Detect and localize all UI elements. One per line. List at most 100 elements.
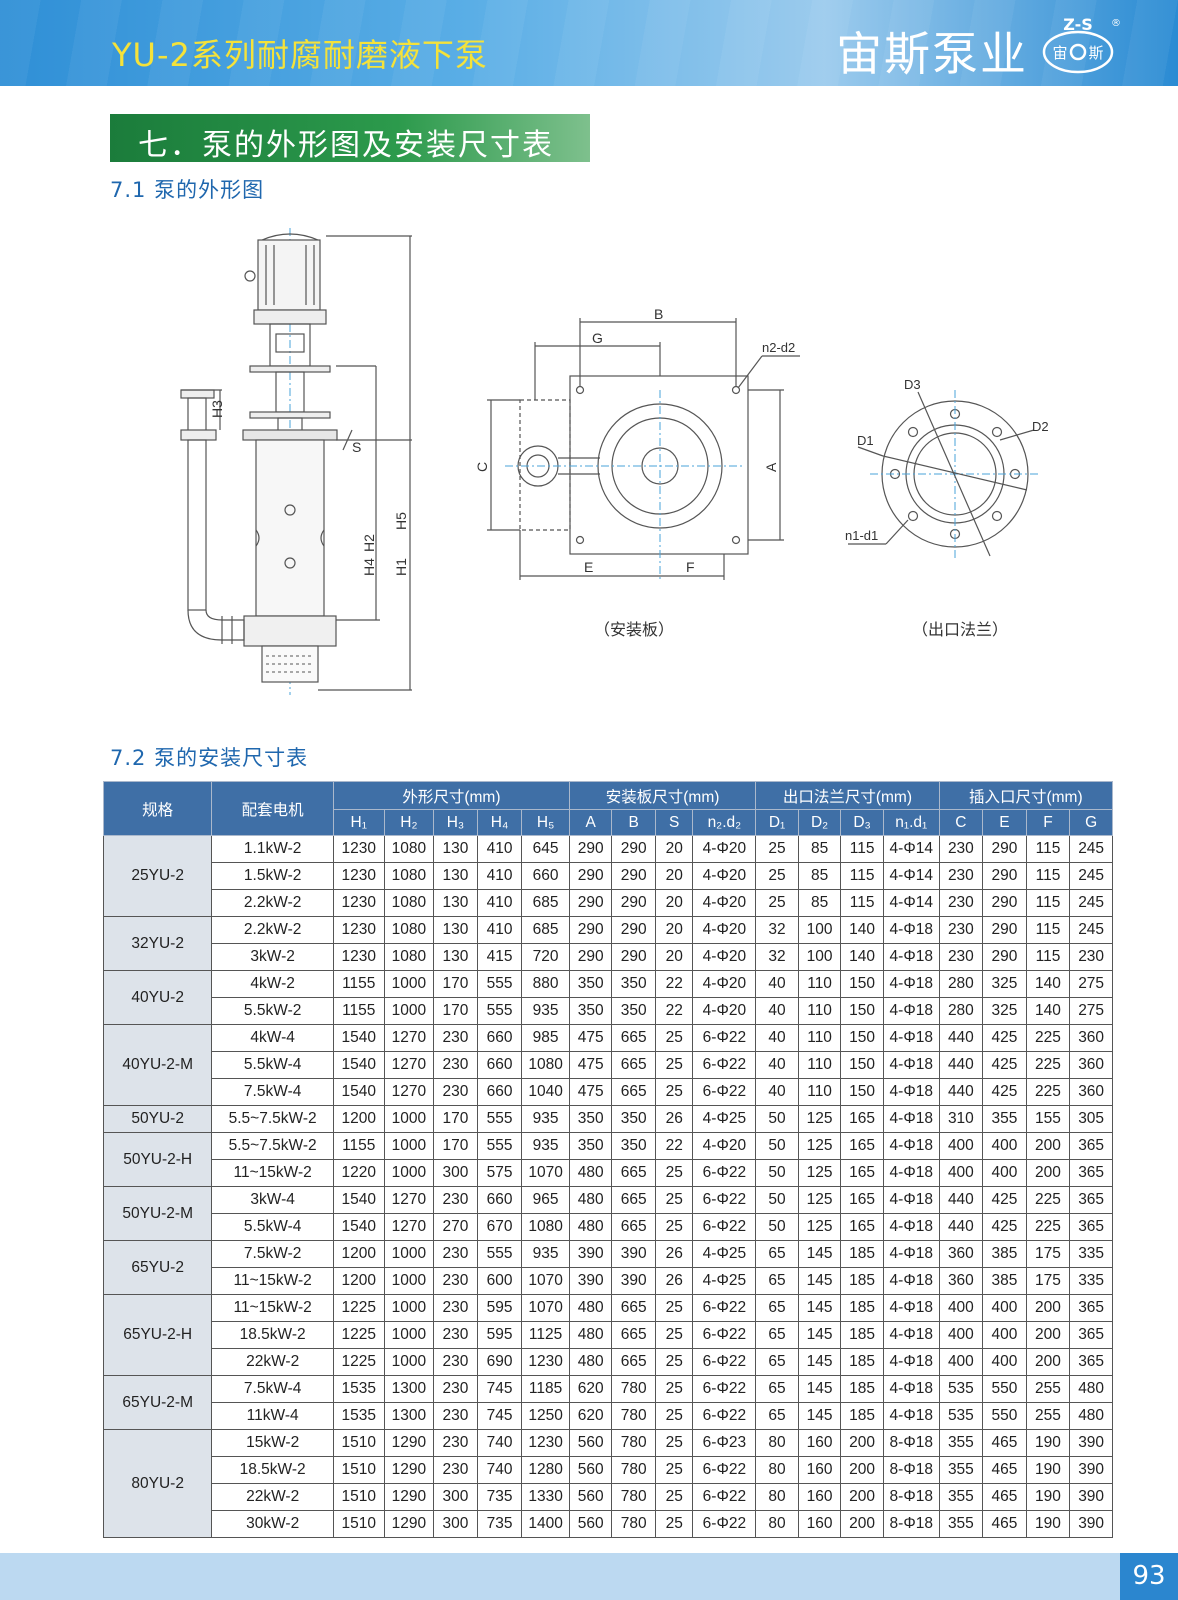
value-cell: 25: [654, 1024, 694, 1052]
value-cell: 1200: [332, 1240, 385, 1268]
value-cell: 555: [476, 1240, 523, 1268]
registered-mark: ®: [1111, 18, 1121, 29]
label-n2d2: n2-d2: [762, 340, 795, 355]
value-cell: 6-Φ22: [692, 1078, 757, 1106]
value-cell: 665: [611, 1159, 656, 1187]
value-cell: 255: [1025, 1375, 1071, 1403]
value-cell: 400: [938, 1132, 984, 1160]
value-cell: 140: [840, 916, 884, 944]
value-cell: 1220: [332, 1159, 385, 1187]
value-cell: 350: [568, 997, 613, 1025]
value-cell: 335: [1069, 1240, 1113, 1268]
value-cell: 140: [1025, 997, 1071, 1025]
value-cell: 4-Φ25: [692, 1267, 757, 1295]
value-cell: 390: [1069, 1510, 1113, 1538]
value-cell: 745: [476, 1402, 523, 1430]
value-cell: 25: [654, 1402, 694, 1430]
column-header: H₂: [383, 809, 435, 836]
value-cell: 360: [1069, 1024, 1113, 1052]
value-cell: 25: [654, 1375, 694, 1403]
value-cell: 665: [611, 1078, 656, 1106]
subsection-dimensions: 7.2 泵的安装尺寸表: [110, 746, 309, 770]
motor-cell: 11~15kW-2: [211, 1294, 334, 1322]
value-cell: 1330: [521, 1483, 570, 1511]
value-cell: 50: [755, 1186, 799, 1214]
value-cell: 1250: [521, 1402, 570, 1430]
strainer-holes: [266, 655, 314, 673]
column-header: S: [654, 809, 694, 836]
value-cell: 1540: [332, 1051, 385, 1079]
value-cell: 200: [1025, 1321, 1071, 1349]
value-cell: 400: [938, 1159, 984, 1187]
logo-left-text: 宙: [1052, 44, 1067, 62]
value-cell: 1080: [383, 943, 435, 971]
value-cell: 110: [797, 1024, 842, 1052]
value-cell: 1540: [332, 1024, 385, 1052]
value-cell: 165: [840, 1159, 884, 1187]
value-cell: 560: [568, 1429, 613, 1457]
value-cell: 595: [476, 1294, 523, 1322]
motor-cell: 5.5kW-4: [211, 1051, 334, 1079]
value-cell: 80: [755, 1510, 799, 1538]
value-cell: 660: [476, 1078, 523, 1106]
value-cell: 165: [840, 1105, 884, 1133]
value-cell: 230: [433, 1402, 478, 1430]
value-cell: 65: [755, 1294, 799, 1322]
motor-cell: 2.2kW-2: [211, 889, 334, 917]
column-header: B: [611, 809, 656, 836]
value-cell: 245: [1069, 862, 1113, 890]
column-header: G: [1069, 809, 1113, 836]
value-cell: 935: [521, 1105, 570, 1133]
value-cell: 480: [1069, 1402, 1113, 1430]
value-cell: 1230: [521, 1348, 570, 1376]
header-group-plate: 安装板尺寸(mm): [568, 781, 757, 810]
value-cell: 390: [568, 1240, 613, 1268]
value-cell: 65: [755, 1375, 799, 1403]
value-cell: 25: [654, 1213, 694, 1241]
value-cell: 185: [840, 1321, 884, 1349]
model-cell: 50YU-2-M: [102, 1186, 213, 1241]
label-d1: D1: [857, 433, 874, 448]
value-cell: 230: [938, 862, 984, 890]
value-cell: 65: [755, 1321, 799, 1349]
page-header: [0, 0, 1178, 86]
motor-cell: 30kW-2: [211, 1510, 334, 1538]
value-cell: 325: [982, 997, 1027, 1025]
value-cell: 1080: [383, 862, 435, 890]
value-cell: 305: [1069, 1105, 1113, 1133]
value-cell: 125: [797, 1213, 842, 1241]
value-cell: 160: [797, 1456, 842, 1484]
value-cell: 165: [840, 1213, 884, 1241]
value-cell: 400: [982, 1132, 1027, 1160]
page-number: 93: [1120, 1553, 1178, 1600]
header-group-flange: 出口法兰尺寸(mm): [755, 781, 940, 810]
value-cell: 32: [755, 943, 799, 971]
value-cell: 245: [1069, 889, 1113, 917]
motor-cell: 5.5~7.5kW-2: [211, 1105, 334, 1133]
value-cell: 1125: [521, 1321, 570, 1349]
value-cell: 225: [1025, 1078, 1071, 1106]
header-group-insert: 插入口尺寸(mm): [938, 781, 1114, 810]
value-cell: 1080: [383, 889, 435, 917]
value-cell: 355: [938, 1483, 984, 1511]
value-cell: 1230: [332, 916, 385, 944]
value-cell: 6-Φ22: [692, 1375, 757, 1403]
value-cell: 130: [433, 889, 478, 917]
value-cell: 355: [938, 1429, 984, 1457]
value-cell: 1510: [332, 1429, 385, 1457]
value-cell: 65: [755, 1267, 799, 1295]
motor-cell: 5.5kW-2: [211, 997, 334, 1025]
value-cell: 65: [755, 1402, 799, 1430]
value-cell: 560: [568, 1510, 613, 1538]
value-cell: 245: [1069, 916, 1113, 944]
value-cell: 1000: [383, 1132, 435, 1160]
